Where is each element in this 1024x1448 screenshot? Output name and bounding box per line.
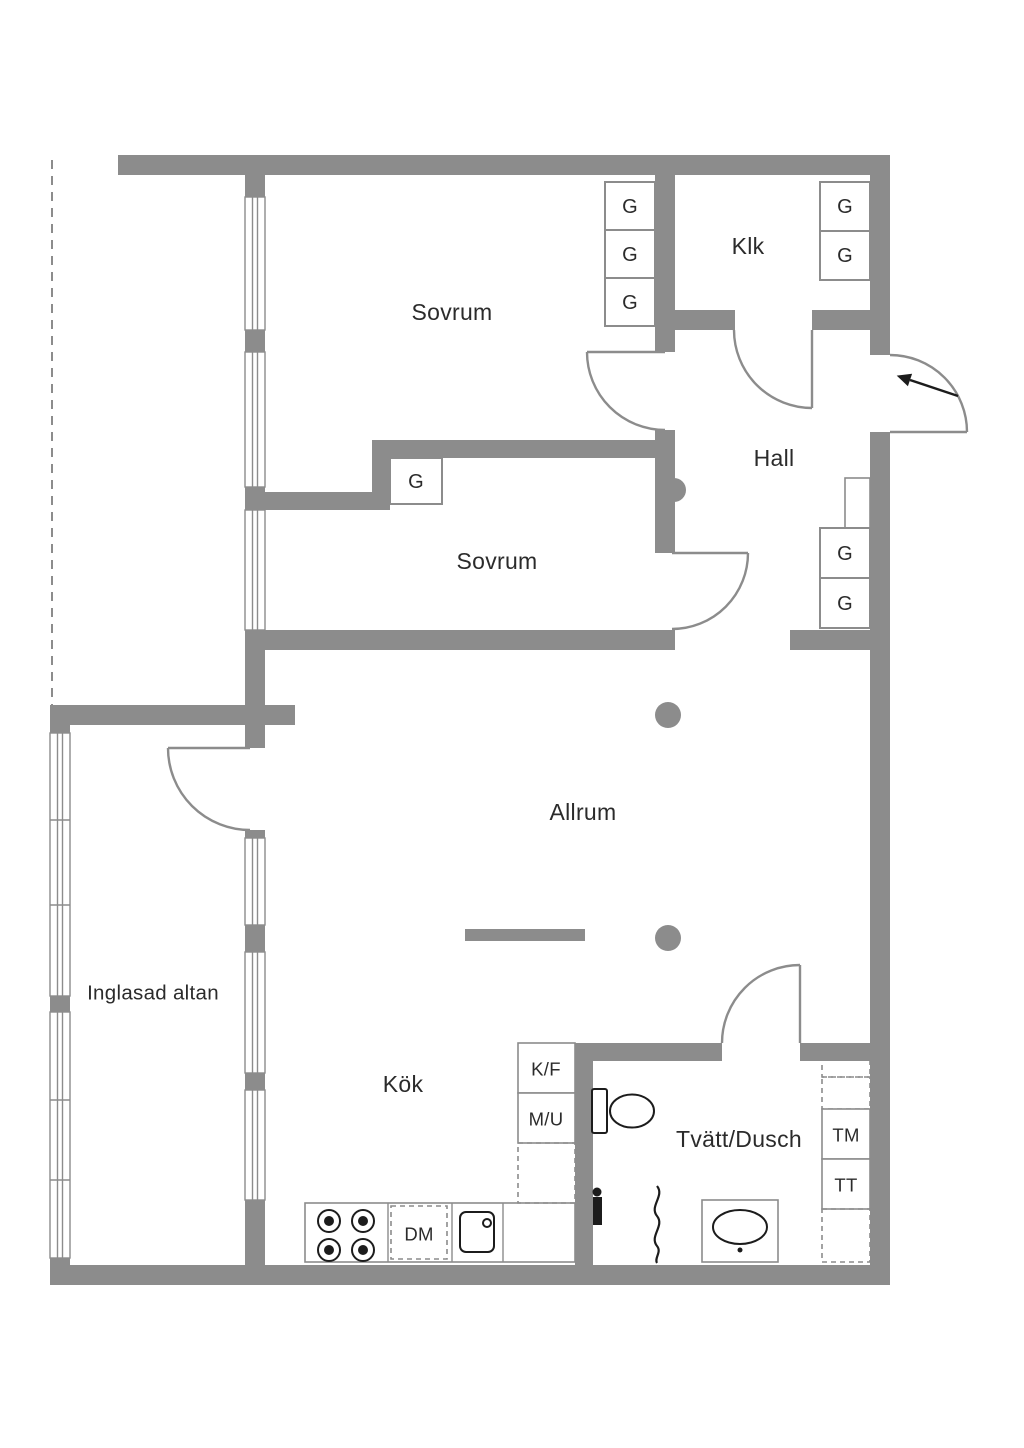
room-label-allrum: Allrum [550,799,617,825]
room-label-tvatt-dusch: Tvätt/Dusch [676,1126,802,1152]
wardrobe-box [604,181,656,231]
bathroom-fixtures: TM TT [591,1044,871,1264]
tumble-dryer-box [821,1158,871,1210]
wardrobe-label: G [837,245,853,267]
wardrobe-box [604,277,656,327]
fridge-freezer-box [517,1042,576,1094]
doors [166,329,969,1044]
kitchen-tall-counter-dashed [517,1142,576,1204]
column-icon [655,925,681,951]
door-bedroom-mid [671,551,750,631]
entrance-door [889,353,969,434]
wardrobe-box [604,229,656,279]
bathroom-sink-icon [701,1199,779,1263]
micro-oven-label: M/U [529,1109,564,1130]
room-labels: Sovrum Klk Hall Sovrum Allrum Inglasad a… [87,233,802,1152]
window-balcony-inner-3 [244,1089,266,1201]
wardrobe-label: G [837,543,853,565]
door-bedroom-top [585,350,666,432]
wardrobe-label: G [837,196,853,218]
door-bathroom [720,963,802,1044]
windows [49,196,266,1259]
wardrobe-box [819,577,871,629]
washing-machine-box [821,1108,871,1160]
entrance-arrow-icon [896,373,959,398]
tumble-dryer-label: TT [834,1175,857,1196]
window-bedroom-mid [244,509,266,631]
kitchen-sink-icon [459,1211,495,1253]
room-label-klk: Klk [732,233,765,259]
dishwasher-label: DM [404,1224,433,1245]
column-icon [655,702,681,728]
room-label-sovrum-top: Sovrum [411,299,492,325]
door-closet [732,329,814,410]
wardrobe-box [819,181,871,232]
hall-shelf-box [844,477,871,529]
window-bedroom-top-1 [244,196,266,331]
columns [655,478,686,951]
window-balcony-inner-2 [244,951,266,1074]
room-label-sovrum-mid: Sovrum [456,548,537,574]
kitchen-fixtures: DM K/F M/U [304,1042,576,1263]
window-balcony-outer-1 [49,732,71,997]
wardrobes: G G G G G G G G [389,181,871,629]
window-balcony-outer-2 [49,1011,71,1259]
micro-oven-box [517,1092,576,1144]
window-bedroom-top-2 [244,351,266,488]
wardrobe-box [819,230,871,281]
toilet-icon [591,1088,655,1134]
column-icon [662,478,686,502]
dishwasher-box [390,1205,448,1260]
wardrobe-label: G [622,196,638,218]
wardrobe-box [389,457,443,505]
window-balcony-inner-1 [244,837,266,926]
shower-icon [592,1185,661,1264]
bath-cabinet-dashed [821,1044,871,1078]
room-label-hall: Hall [754,445,795,471]
stove-icon [317,1209,375,1262]
washing-machine-label: TM [832,1125,859,1146]
wardrobe-label: G [837,593,853,615]
wardrobe-label: G [622,244,638,266]
kitchen-counter [304,1202,576,1263]
wardrobe-label: G [622,292,638,314]
walls [50,155,890,1285]
room-label-inglasad-altan: Inglasad altan [87,982,219,1005]
wardrobe-box [819,527,871,579]
fridge-freezer-label: K/F [531,1059,561,1080]
bath-cabinet-dashed [821,1208,871,1263]
door-balcony [166,746,251,832]
room-label-kok: Kök [383,1071,424,1097]
wardrobe-label: G [408,471,424,493]
